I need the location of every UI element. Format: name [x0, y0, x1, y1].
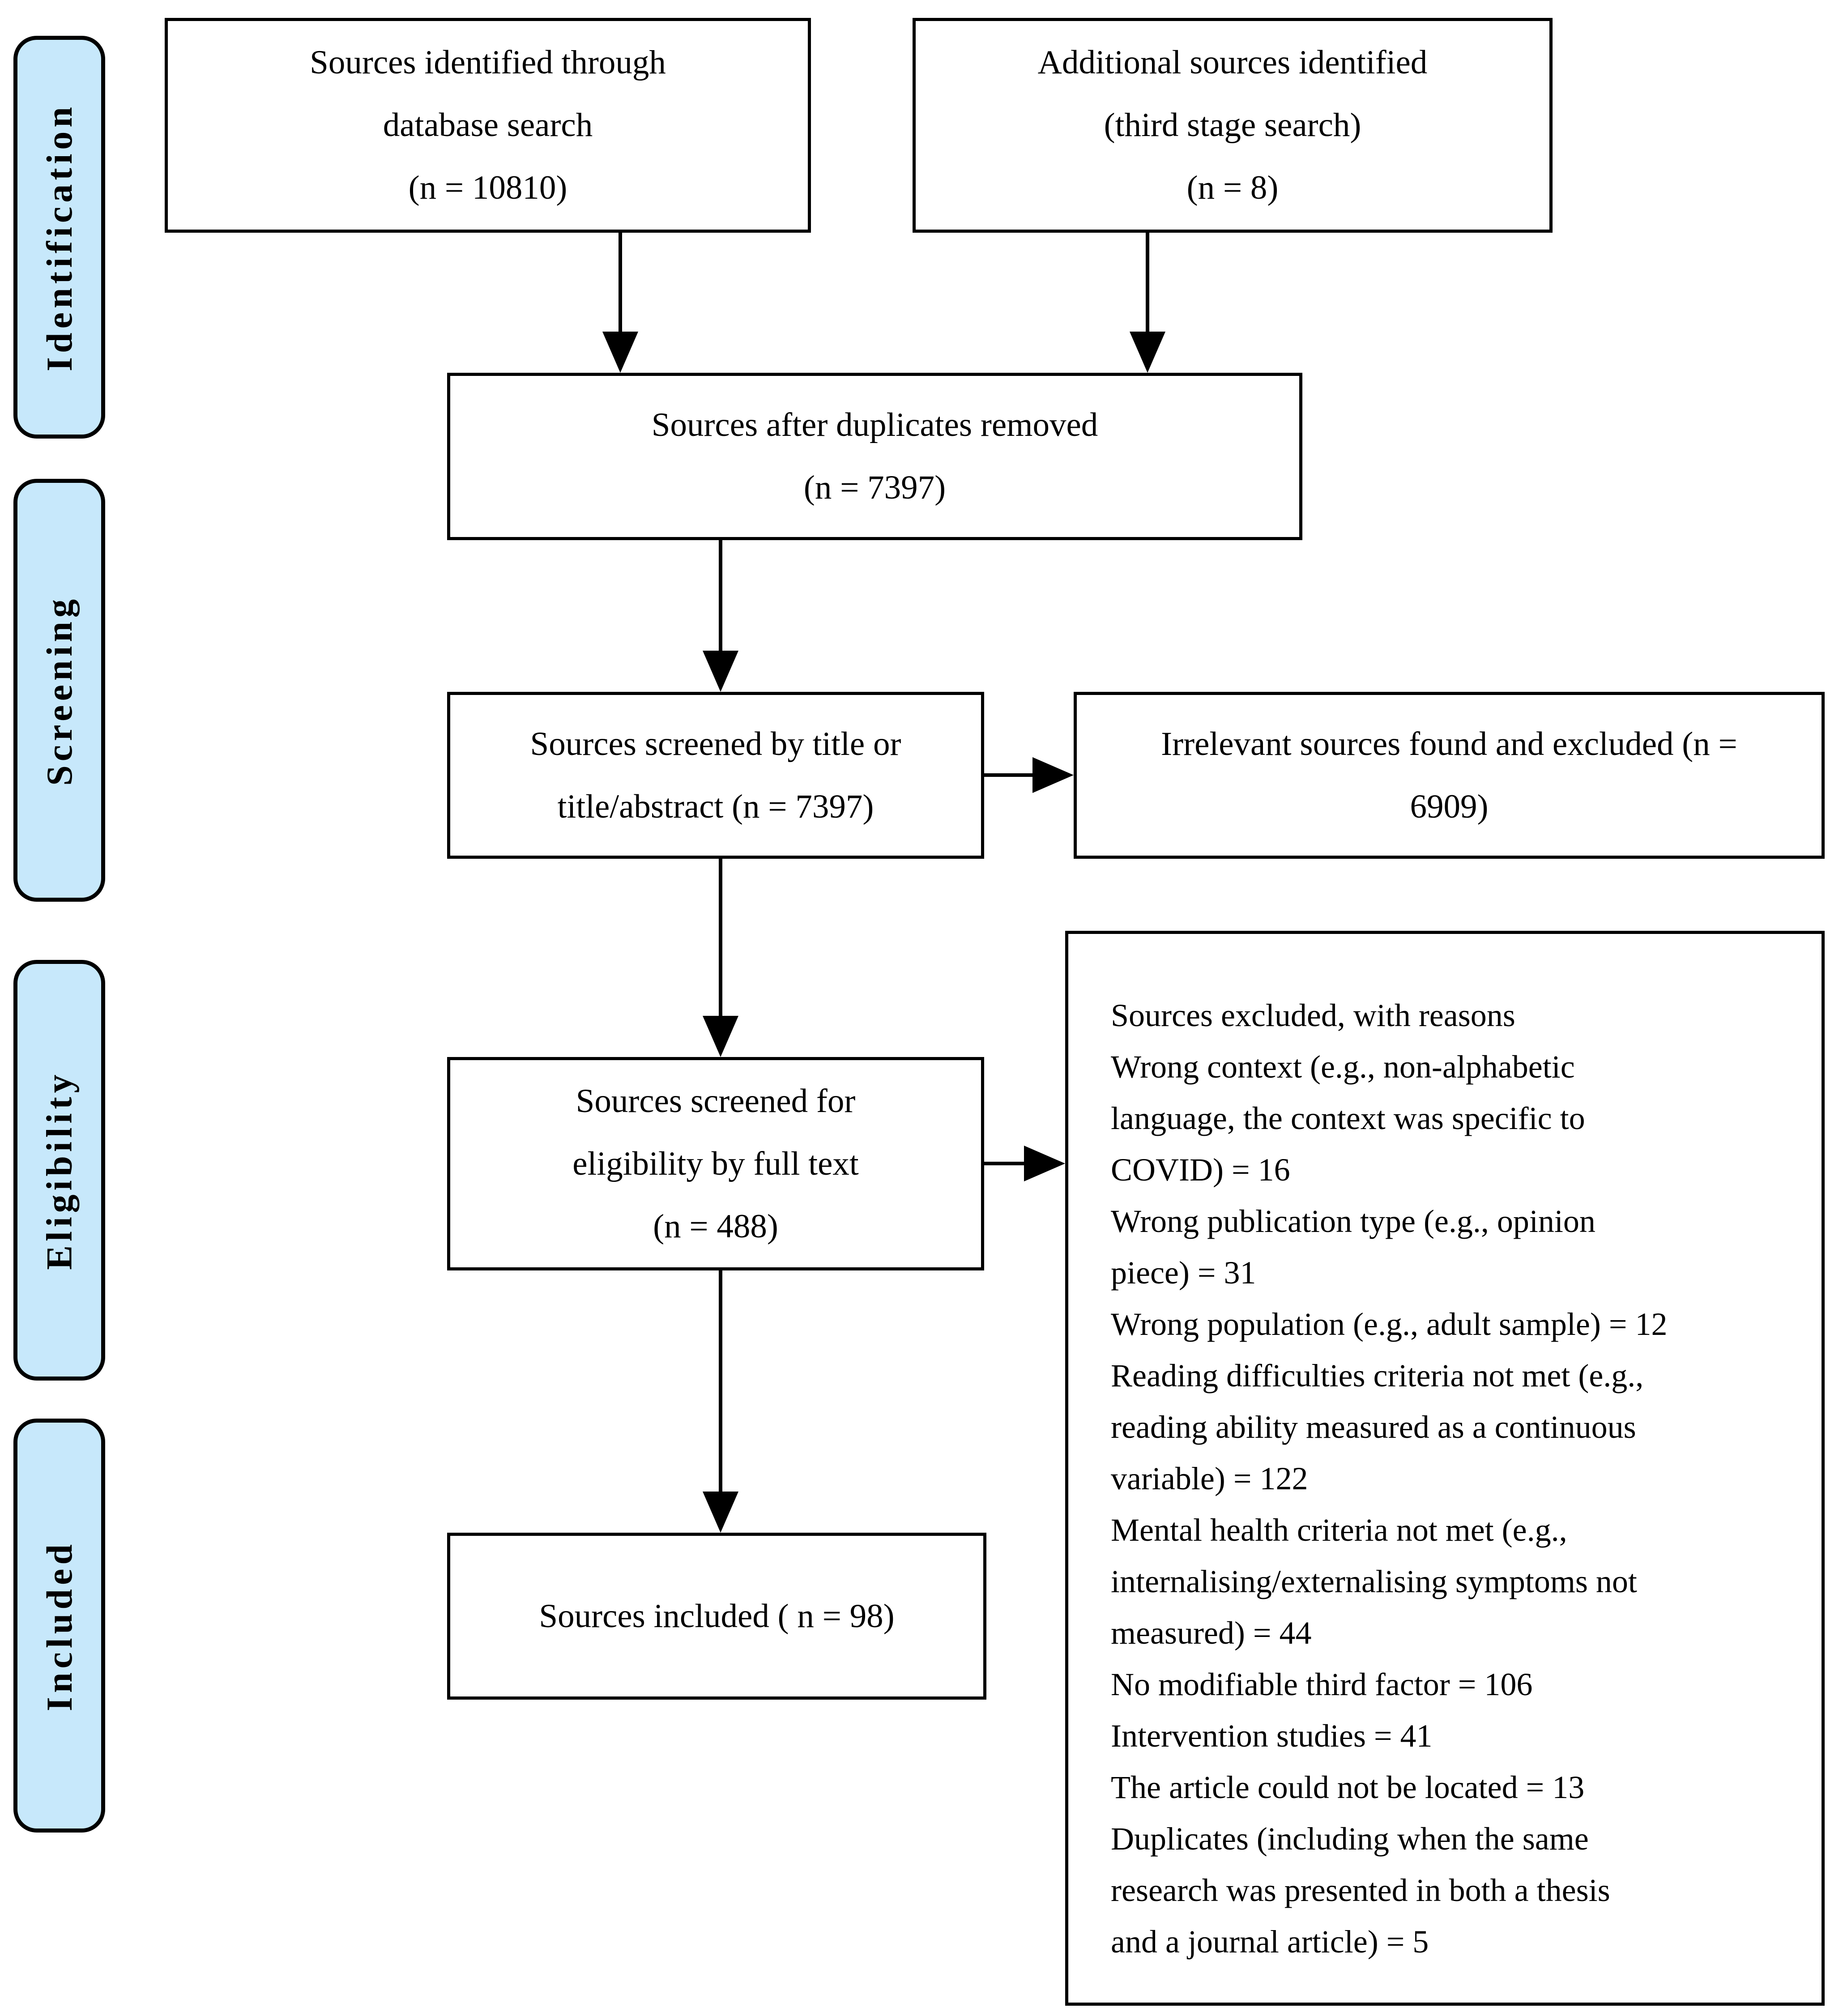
arrow-duplicates-to-title-screen	[703, 540, 738, 692]
arrow-fulltext-to-included	[703, 1270, 738, 1533]
arrow-title-screen-to-irrelevant	[984, 757, 1074, 793]
stage-included: Included	[13, 1419, 105, 1833]
stage-eligibility: Eligibility	[13, 960, 105, 1381]
box-additional-sources-text: Additional sources identified (third sta…	[1037, 44, 1428, 206]
arrow-fulltext-to-excluded	[984, 1146, 1065, 1181]
stage-identification: Identification	[13, 36, 105, 439]
stage-screening: Screening	[13, 479, 105, 902]
box-included-text: Sources included ( n = 98)	[539, 1597, 895, 1635]
arrow-head-down-icon	[602, 332, 638, 373]
box-excluded-reasons: Sources excluded, with reasons Wrong con…	[1065, 931, 1825, 2006]
arrow-head-down-icon	[1130, 332, 1165, 373]
arrow-shaft	[719, 540, 722, 654]
stage-included-label: Included	[38, 1540, 80, 1711]
stage-screening-label: Screening	[38, 595, 80, 786]
box-duplicates-removed: Sources after duplicates removed (n = 73…	[447, 373, 1302, 540]
arrow-shaft	[1146, 233, 1149, 335]
box-excluded-reasons-text: Sources excluded, with reasons Wrong con…	[1111, 997, 1668, 1960]
box-screened-fulltext-text: Sources screened for eligibility by full…	[572, 1082, 859, 1245]
arrow-shaft	[619, 233, 622, 335]
arrow-head-right-icon	[1032, 757, 1074, 793]
box-additional-sources: Additional sources identified (third sta…	[913, 18, 1553, 233]
arrow-shaft	[984, 1162, 1027, 1165]
arrow-head-down-icon	[703, 1016, 738, 1057]
arrow-head-down-icon	[703, 1492, 738, 1533]
box-screened-title: Sources screened by title or title/abstr…	[447, 692, 984, 859]
arrow-head-right-icon	[1024, 1146, 1065, 1181]
box-irrelevant-excluded-text: Irrelevant sources found and excluded (n…	[1161, 725, 1737, 825]
arrow-shaft	[719, 1270, 722, 1495]
box-identified-database: Sources identified through database sear…	[165, 18, 811, 233]
box-screened-fulltext: Sources screened for eligibility by full…	[447, 1057, 984, 1270]
stage-eligibility-label: Eligibility	[38, 1070, 80, 1270]
box-irrelevant-excluded: Irrelevant sources found and excluded (n…	[1074, 692, 1825, 859]
arrow-title-screen-to-fulltext	[703, 859, 738, 1057]
box-screened-title-text: Sources screened by title or title/abstr…	[530, 725, 901, 825]
stage-identification-label: Identification	[38, 103, 80, 371]
arrow-additional-to-duplicates	[1130, 233, 1165, 373]
arrow-head-down-icon	[703, 651, 738, 692]
arrow-database-to-duplicates	[602, 233, 638, 373]
box-duplicates-removed-text: Sources after duplicates removed (n = 73…	[651, 406, 1098, 506]
box-included: Sources included ( n = 98)	[447, 1533, 986, 1700]
arrow-shaft	[984, 773, 1036, 777]
arrow-shaft	[719, 859, 722, 1019]
box-identified-database-text: Sources identified through database sear…	[310, 44, 666, 206]
